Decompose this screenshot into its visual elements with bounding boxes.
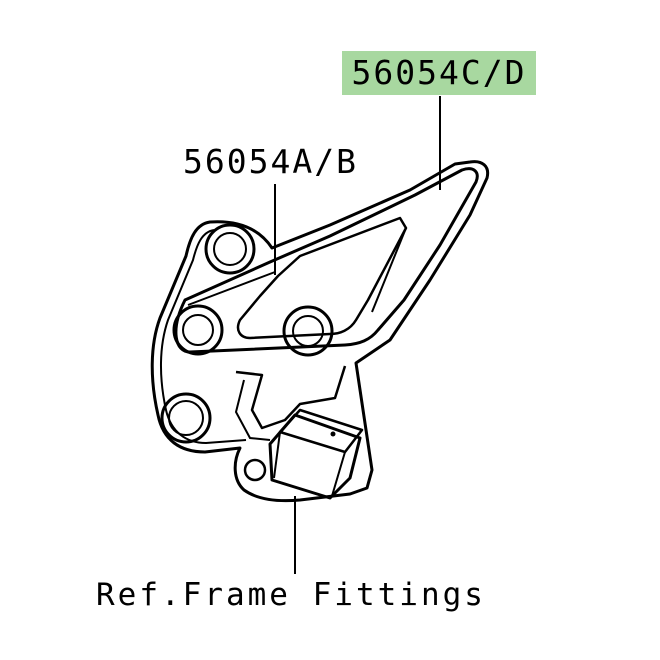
- small-hole: [243, 458, 267, 482]
- reference-label-frame-fittings: Ref.Frame Fittings: [96, 577, 486, 613]
- footpeg-mount-block: [268, 408, 364, 500]
- part-label-56054ab: 56054A/B: [183, 142, 358, 181]
- part-label-56054cd: 56054C/D: [342, 51, 536, 95]
- heel-guard-edge: [187, 271, 276, 306]
- mount-hole-top: [204, 223, 256, 275]
- mount-hole-bottom: [160, 392, 212, 444]
- bracket-outline: [150, 160, 490, 503]
- lower-arm: [235, 365, 347, 430]
- heel-guard-cutout: [236, 216, 408, 340]
- mount-hole-left: [172, 304, 224, 356]
- lower-arm-inner: [234, 379, 271, 441]
- heel-guard-rib: [371, 227, 407, 313]
- bracket-outline-inner: [160, 229, 247, 445]
- mount-hole-right: [282, 305, 334, 357]
